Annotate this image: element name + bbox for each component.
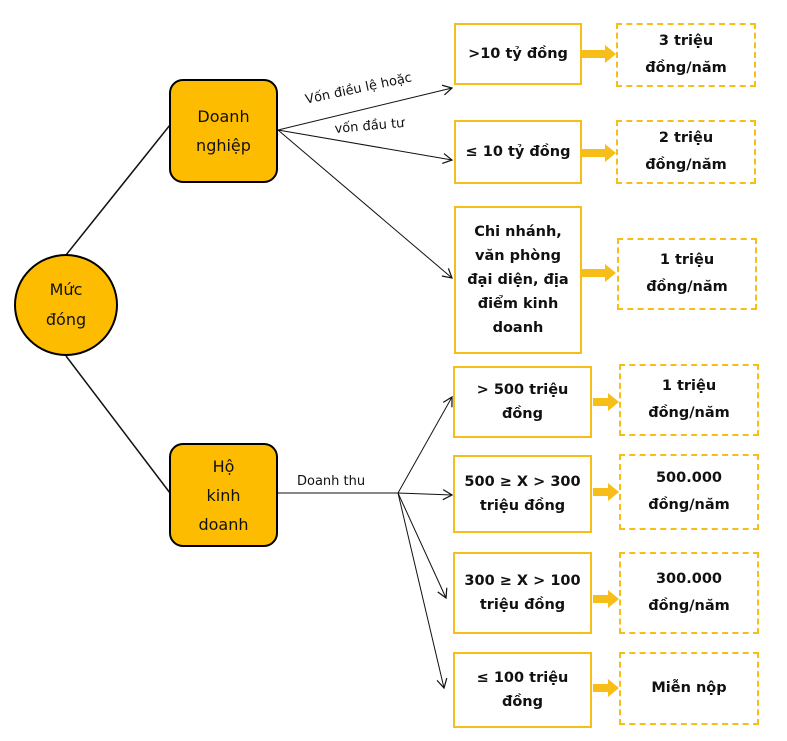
fee-label: 1 triệu đồng/năm bbox=[646, 252, 728, 295]
category-label: >10 tỷ đồng bbox=[468, 46, 568, 62]
edge-label-doanh-thu: Doanh thu bbox=[297, 474, 366, 489]
root-node-muc-dong: Mức đóng bbox=[14, 254, 118, 356]
fee-arrow-5 bbox=[593, 483, 619, 501]
edge-root-ho-kinh-doanh bbox=[65, 355, 171, 494]
branch-label-doanh-nghiep: Doanh nghiệp bbox=[196, 107, 251, 155]
edge-hkd-cat-4 bbox=[397, 492, 448, 690]
fee-box-2-trieu: 2 triệu đồng/năm bbox=[616, 120, 756, 184]
edge-hkd-cat-2 bbox=[397, 489, 454, 501]
edge-hkd-cat-3 bbox=[397, 492, 448, 600]
fee-box-3-trieu: 3 triệu đồng/năm bbox=[616, 23, 756, 87]
fee-arrow-2 bbox=[582, 144, 616, 162]
category-label: 300 ≥ X > 100 triệu đồng bbox=[464, 573, 581, 613]
edge-dn-cat-2 bbox=[277, 129, 454, 164]
fee-label: 500.000 đồng/năm bbox=[648, 470, 730, 513]
category-label: Chi nhánh, văn phòng đại diện, địa điểm … bbox=[467, 224, 569, 336]
fee-arrows bbox=[582, 45, 619, 697]
fee-box-500000: 500.000 đồng/năm bbox=[619, 454, 759, 530]
category-box-duoi-100-trieu: ≤ 100 triệu đồng bbox=[453, 652, 592, 728]
branch-label-ho-kinh-doanh: Hộ kinh doanh bbox=[198, 456, 249, 534]
edge-dn-cat-3 bbox=[277, 129, 453, 279]
edge-hkd-cat-1 bbox=[397, 395, 453, 494]
fee-box-mien-nop: Miễn nộp bbox=[619, 652, 759, 725]
fee-label: 1 triệu đồng/năm bbox=[648, 378, 730, 421]
fee-label: 300.000 đồng/năm bbox=[648, 571, 730, 614]
category-box-tren-500-trieu: > 500 triệu đồng bbox=[453, 366, 592, 438]
fee-arrow-1 bbox=[582, 45, 616, 63]
category-label: ≤ 100 triệu đồng bbox=[476, 670, 569, 710]
fee-arrow-4 bbox=[593, 393, 619, 411]
fee-box-1-trieu-hkd: 1 triệu đồng/năm bbox=[619, 364, 759, 436]
category-label: 500 ≥ X > 300 triệu đồng bbox=[464, 474, 581, 514]
edge-dn-cat-1 bbox=[277, 84, 454, 131]
edge-root-doanh-nghiep bbox=[65, 124, 171, 256]
category-box-chi-nhanh: Chi nhánh, văn phòng đại diện, địa điểm … bbox=[454, 206, 582, 354]
branch-node-ho-kinh-doanh: Hộ kinh doanh bbox=[169, 443, 278, 547]
category-box-duoi-10-ty: ≤ 10 tỷ đồng bbox=[454, 120, 582, 184]
fee-arrow-3 bbox=[582, 264, 616, 282]
category-box-100-300-trieu: 300 ≥ X > 100 triệu đồng bbox=[453, 552, 592, 634]
fee-arrow-7 bbox=[593, 679, 619, 697]
fee-label: 3 triệu đồng/năm bbox=[645, 33, 727, 76]
fee-label: Miễn nộp bbox=[651, 680, 727, 696]
fee-arrow-6 bbox=[593, 590, 619, 608]
category-label: > 500 triệu đồng bbox=[476, 382, 569, 422]
root-label: Mức đóng bbox=[45, 280, 87, 329]
branch-node-doanh-nghiep: Doanh nghiệp bbox=[169, 79, 278, 183]
category-box-tren-10-ty: >10 tỷ đồng bbox=[454, 23, 582, 85]
category-box-300-500-trieu: 500 ≥ X > 300 triệu đồng bbox=[453, 455, 592, 533]
fee-label: 2 triệu đồng/năm bbox=[645, 130, 727, 173]
fee-box-1-trieu-dn: 1 triệu đồng/năm bbox=[617, 238, 757, 310]
category-label: ≤ 10 tỷ đồng bbox=[465, 144, 571, 160]
fee-box-300000: 300.000 đồng/năm bbox=[619, 552, 759, 634]
